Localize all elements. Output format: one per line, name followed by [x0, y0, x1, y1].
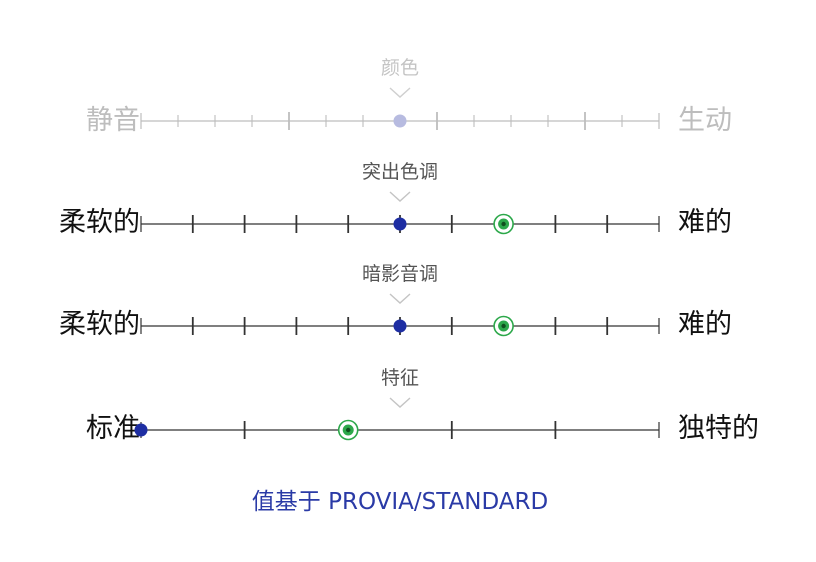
slider-left-label: 标准	[86, 413, 140, 444]
slider-title: 暗影音调	[361, 263, 438, 285]
slider-title: 颜色	[380, 57, 419, 79]
slider-right-label: 生动	[678, 105, 732, 136]
slider-svg	[134, 419, 660, 441]
slider-right-label: 难的	[678, 207, 732, 238]
slider-track[interactable]	[140, 106, 660, 136]
slider-left-label: 柔软的	[59, 207, 140, 238]
slider-left-label: 柔软的	[59, 309, 140, 340]
slider-svg	[140, 112, 660, 130]
slider-character: 特征 标准 独特的	[0, 365, 816, 465]
slider-title: 突出色调	[361, 161, 438, 183]
slider-highlight-tone: 突出色调 柔软的 难的	[0, 159, 816, 259]
slider-track[interactable]	[140, 209, 660, 239]
slider-track[interactable]	[140, 311, 660, 341]
chevron-down-icon	[389, 293, 411, 304]
slider-thumb-center	[346, 427, 351, 433]
default-marker	[393, 114, 407, 128]
slider-shadow-tone: 暗影音调 柔软的 难的	[0, 261, 816, 361]
slider-track[interactable]	[134, 415, 660, 445]
default-marker	[393, 319, 407, 333]
default-marker	[393, 217, 407, 231]
slider-title: 特征	[380, 367, 419, 389]
slider-svg	[140, 315, 660, 337]
chevron-down-icon	[389, 191, 411, 202]
baseline-note: 值基于 PROVIA/STANDARD	[251, 489, 549, 515]
chevron-down-icon	[389, 87, 411, 98]
slider-thumb-center	[501, 323, 506, 329]
slider-right-label: 独特的	[678, 413, 759, 444]
slider-left-label: 静音	[86, 105, 140, 136]
slider-thumb-center	[501, 221, 506, 227]
chevron-down-icon	[389, 397, 411, 408]
slider-right-label: 难的	[678, 309, 732, 340]
slider-color: 颜色 静音 生动	[0, 55, 816, 155]
slider-svg	[140, 213, 660, 235]
default-marker	[134, 423, 148, 437]
